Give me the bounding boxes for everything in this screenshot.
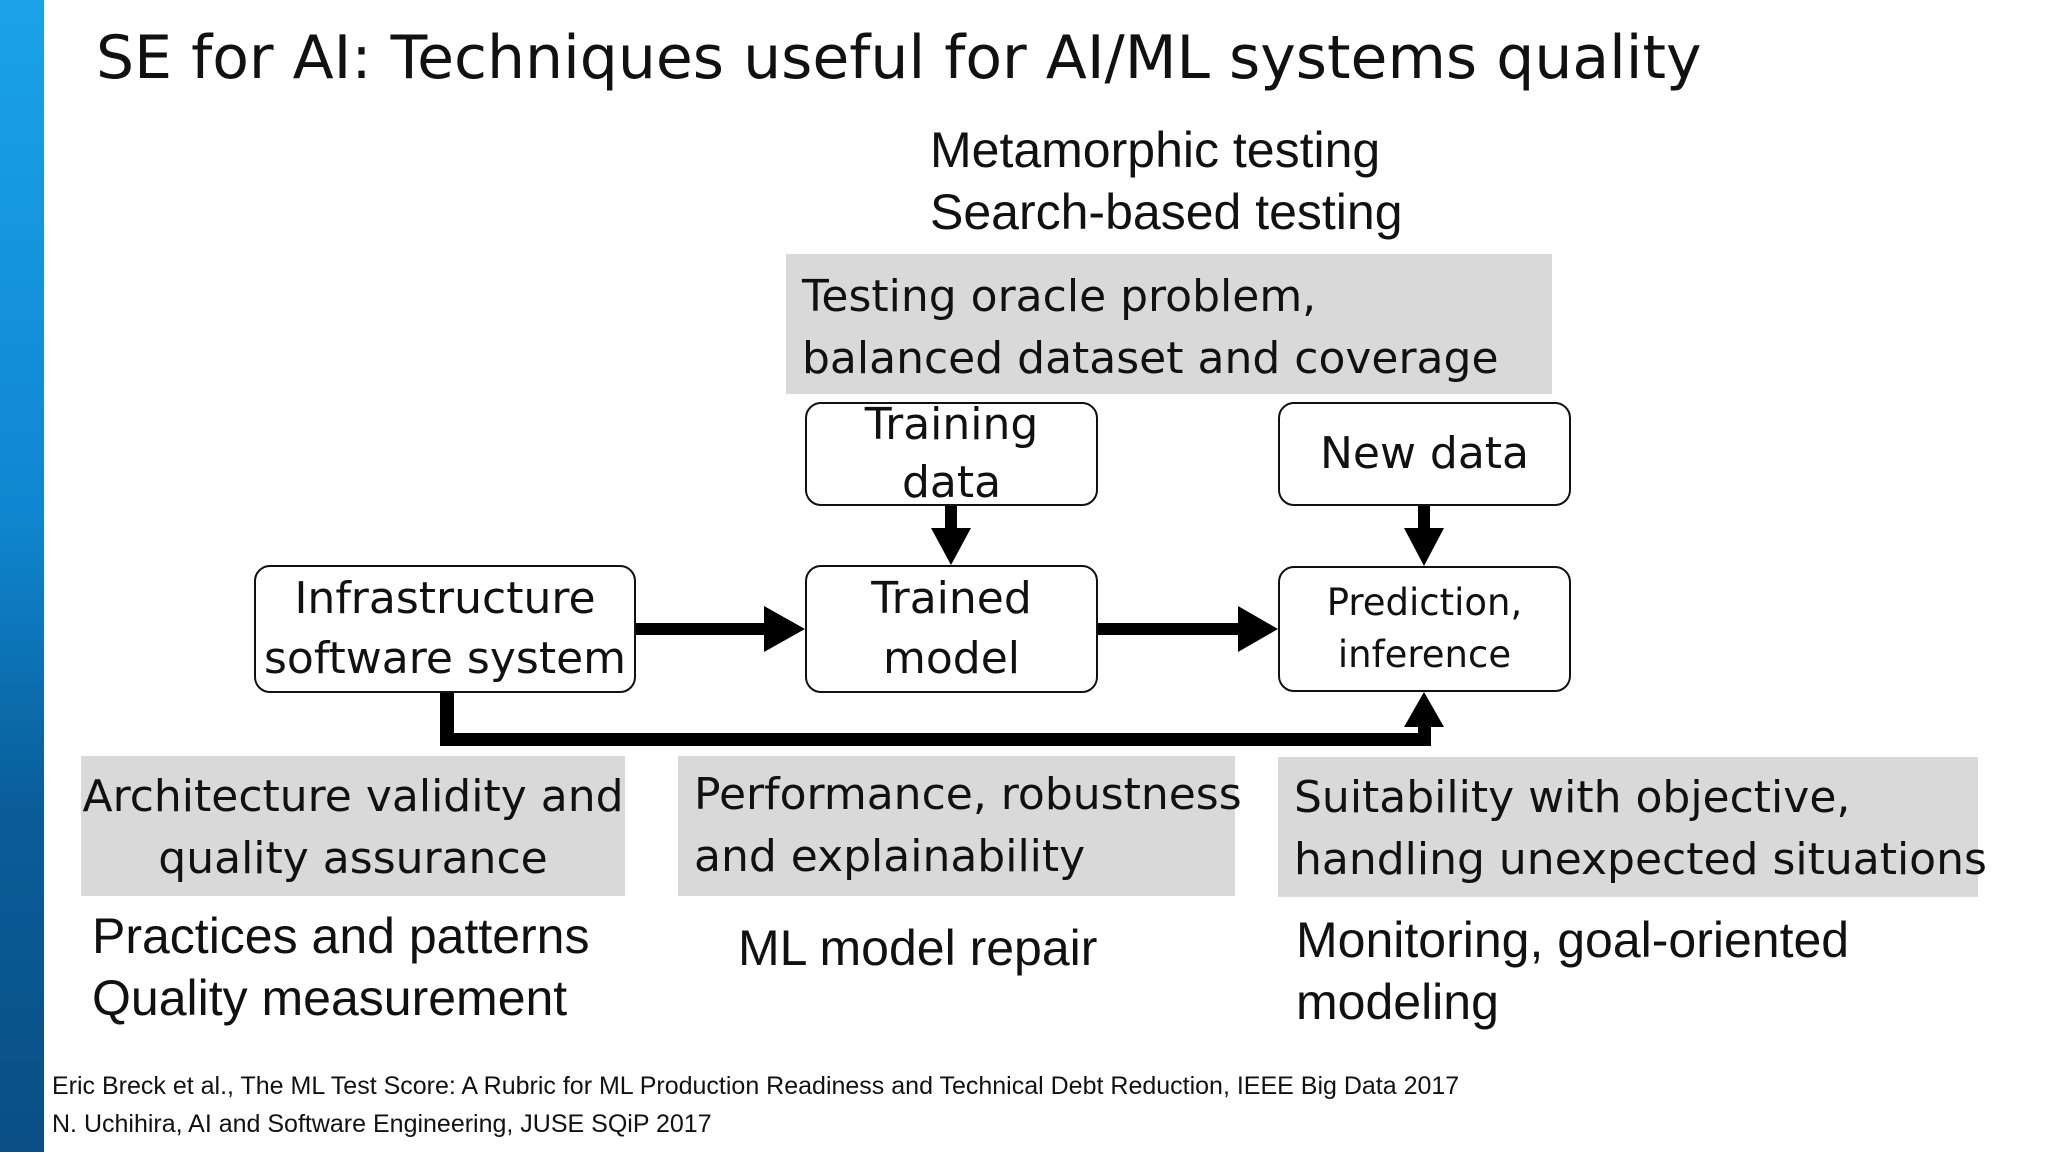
node-trained-model-line-1: Trained <box>871 573 1032 624</box>
node-training-data-line-1: Training <box>864 399 1039 450</box>
node-training-data: Training data <box>805 399 1098 508</box>
top-technique-search: Search-based testing <box>930 184 1403 240</box>
node-infrastructure: Infrastructure software system <box>254 565 636 693</box>
performance-panel-line-2: and explainability <box>694 831 1086 882</box>
technique-quality-measurement: Quality measurement <box>92 970 568 1026</box>
node-infrastructure-line-1: Infrastructure <box>294 573 596 624</box>
accent-sidebar <box>0 0 44 1152</box>
technique-monitoring: Monitoring, goal-oriented <box>1296 912 1850 968</box>
node-trained-model: Trained model <box>805 565 1098 693</box>
technique-ml-model-repair: ML model repair <box>738 920 1098 976</box>
node-prediction-line-1: Prediction, <box>1326 581 1523 624</box>
arrow-training-to-model <box>931 506 971 565</box>
suitability-panel-line-2: handling unexpected situations <box>1294 834 1987 885</box>
testing-panel-line-1: Testing oracle problem, <box>802 271 1317 322</box>
arrow-newdata-to-prediction <box>1404 506 1444 566</box>
architecture-panel-line-1: Architecture validity and <box>82 771 624 822</box>
technique-practices: Practices and patterns <box>92 908 590 964</box>
arrow-model-to-prediction <box>1098 606 1278 652</box>
node-trained-model-line-2: model <box>882 633 1020 684</box>
technique-modeling: modeling <box>1296 974 1499 1030</box>
slide-title: SE for AI: Techniques useful for AI/ML s… <box>96 23 1702 93</box>
performance-panel: Performance, robustness and explainabili… <box>678 756 1242 896</box>
node-training-data-line-2: data <box>901 457 1002 508</box>
testing-panel-line-2: balanced dataset and coverage <box>802 333 1499 384</box>
reference-uchihira: N. Uchihira, AI and Software Engineering… <box>52 1110 712 1138</box>
suitability-panel-line-1: Suitability with objective, <box>1294 772 1851 823</box>
node-infrastructure-line-2: software system <box>263 633 626 684</box>
arrow-infra-to-prediction <box>440 692 1444 746</box>
node-prediction: Prediction, inference <box>1278 566 1571 692</box>
reference-breck: Eric Breck et al., The ML Test Score: A … <box>52 1072 1460 1100</box>
testing-panel: Testing oracle problem, balanced dataset… <box>786 254 1552 394</box>
top-technique-metamorphic: Metamorphic testing <box>930 122 1381 178</box>
architecture-panel-line-2: quality assurance <box>158 833 548 884</box>
node-new-data-line-1: New data <box>1319 428 1530 479</box>
performance-panel-line-1: Performance, robustness <box>694 769 1242 820</box>
arrow-infra-to-model <box>636 606 805 652</box>
architecture-panel: Architecture validity and quality assura… <box>81 756 625 896</box>
suitability-panel: Suitability with objective, handling une… <box>1278 757 1987 897</box>
node-new-data: New data <box>1278 402 1571 506</box>
node-prediction-line-2: inference <box>1337 633 1512 676</box>
